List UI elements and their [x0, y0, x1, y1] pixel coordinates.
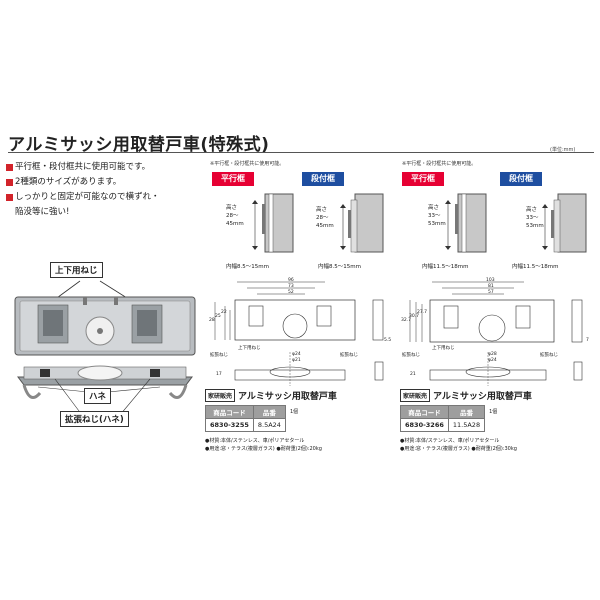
right-spec-table: 商品コード 品番 1個 6830-3266 11.5A28: [400, 405, 501, 432]
right-material: ●材質:本体/ステンレス、車/ポリアセタール: [400, 438, 500, 444]
right-tech-drawing: [409, 281, 583, 386]
right-maker: 家研販売: [400, 389, 431, 402]
left-spec-table: 商品コード 品番 1個 6830-3255 8.5A24: [205, 405, 302, 432]
left-screw-expand: 拡張ねじ: [210, 353, 228, 358]
right-dim-small: 7: [586, 338, 589, 343]
right-dim-top-1: 103: [486, 278, 495, 283]
right-dim-bottom-side: 21: [410, 372, 416, 377]
left-dim-small: 5.5: [384, 338, 392, 343]
right-tag-parallel: 平行框: [402, 172, 444, 186]
right-dim-side-3: 27.7: [417, 310, 428, 315]
left-col-part: 品番: [252, 405, 286, 419]
left-dim-bottom-1: φ24: [292, 352, 301, 357]
left-dim-side-3: 22: [221, 310, 227, 315]
left-product-code: 6830-3255: [205, 418, 254, 432]
right-height-stepped: 高さ 33〜 53mm: [526, 207, 544, 229]
feature-list: 平行框・段付框共に使用可能です。 2種類のサイズがあります。 しっかりと固定が可…: [6, 160, 206, 220]
left-screw-top: 上下用ねじ: [238, 346, 261, 351]
title-rule: [8, 152, 594, 153]
left-part-number: 8.5A24: [252, 418, 286, 432]
left-tech-drawing: [214, 281, 384, 386]
right-product-box: 家研販売 アルミサッシ用取替戸車 商品コード 品番 1個 6830-3266 1…: [400, 389, 595, 453]
left-usage: ●用途:窓・テラス(複層ガラス) ●耐荷重(2個):20kg: [205, 446, 322, 452]
left-frame-diagram: [252, 193, 384, 253]
right-width-stepped: 内幅11.5〜18mm: [512, 264, 559, 270]
left-col-code: 商品コード: [205, 405, 254, 419]
right-screw-expand: 拡張ねじ: [402, 353, 420, 358]
page-title: アルミサッシ用取替戸車(特殊式): [8, 135, 270, 155]
left-dim-side-1: 28: [209, 318, 215, 323]
unit-note: (単位:mm): [550, 147, 576, 153]
right-screw-top: 上下用ねじ: [432, 346, 455, 351]
right-dim-side-2: 30.7: [409, 314, 420, 319]
left-qty: 1個: [289, 408, 299, 415]
right-dim-top-2: 81: [488, 284, 494, 289]
right-height-parallel: 高さ 33〜 53mm: [428, 205, 446, 227]
right-dim-bottom-2: φ24: [488, 358, 497, 363]
right-product-code: 6830-3266: [400, 418, 449, 432]
left-product-name: アルミサッシ用取替戸車: [238, 392, 337, 402]
left-dim-bottom-2: φ21: [292, 358, 301, 363]
left-product-box: 家研販売 アルミサッシ用取替戸車 商品コード 品番 1個 6830-3255 8…: [205, 389, 395, 453]
left-height-stepped: 高さ 28〜 45mm: [316, 207, 334, 229]
right-dim-top-3: 57: [488, 290, 494, 295]
right-width-parallel: 内幅11.5〜18mm: [422, 264, 469, 270]
left-screw-expand-2: 拡張ねじ: [340, 353, 358, 358]
callout-hane: ハネ: [84, 388, 112, 404]
right-part-number: 11.5A28: [447, 418, 486, 432]
left-tag-parallel: 平行框: [212, 172, 254, 186]
callout-expand-screw: 拡張ねじ(ハネ): [60, 411, 129, 427]
right-dim-side-1: 32.7: [401, 318, 412, 323]
left-dim-side-2: 25: [215, 314, 221, 319]
right-usage: ●用途:窓・テラス(複層ガラス) ●耐荷重(2個):30kg: [400, 446, 517, 452]
callout-top-screw: 上下用ねじ: [50, 262, 103, 278]
right-usage-note: ※平行框・段付框共に使用可能。: [402, 161, 477, 167]
feature-item: 平行框・段付框共に使用可能です。: [6, 160, 206, 175]
feature-item: 2種類のサイズがあります。: [6, 175, 206, 190]
right-screw-expand-2: 拡張ねじ: [540, 353, 558, 358]
left-dim-bottom-side: 17: [216, 372, 222, 377]
left-dim-top-1: 96: [288, 278, 294, 283]
right-col-part: 品番: [447, 405, 486, 419]
left-width-parallel: 内幅8.5〜15mm: [226, 264, 269, 270]
right-qty: 1個: [489, 408, 498, 415]
left-width-stepped: 内幅8.5〜15mm: [318, 264, 361, 270]
feature-item: 陥没等に強い!: [15, 207, 70, 217]
product-photo: [14, 280, 196, 416]
right-tag-stepped: 段付框: [500, 172, 542, 186]
left-tag-stepped: 段付框: [302, 172, 344, 186]
left-material: ●材質:本体/ステンレス、車/ポリアセタール: [205, 438, 305, 444]
feature-item: しっかりと固定が可能なので横ずれ・: [6, 190, 206, 205]
left-dim-top-3: 52: [288, 290, 294, 295]
left-dim-top-2: 73: [288, 284, 294, 289]
right-product-name: アルミサッシ用取替戸車: [433, 392, 532, 402]
left-height-parallel: 高さ 28〜 45mm: [226, 205, 244, 227]
left-usage-note: ※平行框・段付框共に使用可能。: [210, 161, 285, 167]
right-col-code: 商品コード: [400, 405, 449, 419]
right-frame-diagram: [445, 193, 587, 253]
left-maker: 家研販売: [205, 389, 236, 402]
right-dim-bottom-1: φ28: [488, 352, 497, 357]
